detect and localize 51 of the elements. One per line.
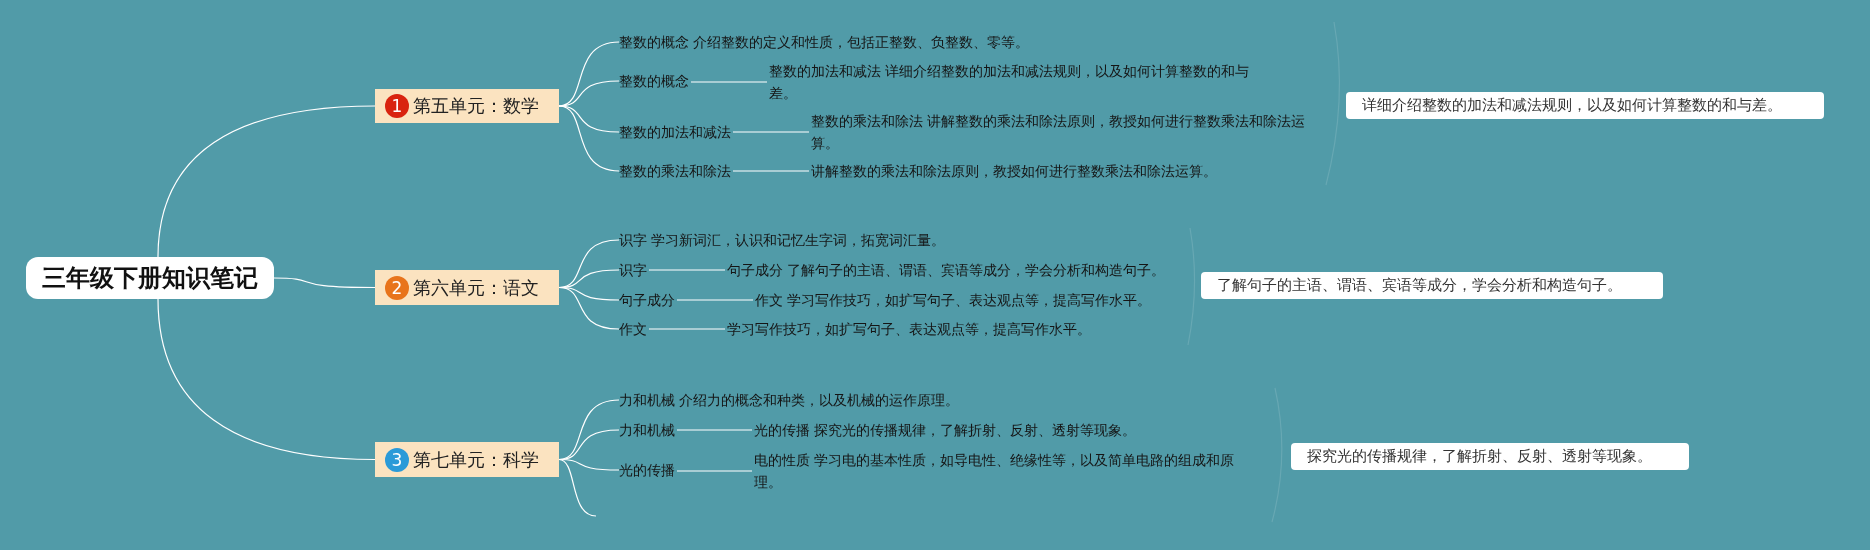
connector-line (157, 105, 376, 258)
summary-box (1291, 443, 1689, 470)
summary-text: 了解句子的主语、谓语、宾语等成分，学会分析和构造句子。 (1217, 276, 1622, 295)
note-text: 光的传播 (619, 459, 675, 481)
note-text: 整数的加法和减法 (619, 121, 731, 143)
unit-topic-box (375, 442, 559, 477)
note-text: 整数的加法和减法 详细介绍整数的加法和减法规则，以及如何计算整数的和与差。 (769, 60, 1259, 104)
summary-box (1201, 272, 1663, 299)
connector-line (676, 470, 753, 472)
connector-line (690, 81, 768, 83)
connector-line (732, 131, 810, 133)
note-text: 整数的乘法和除法 讲解整数的乘法和除法原则，教授如何进行整数乘法和除法运算。 (811, 110, 1311, 154)
note-text: 作文 (619, 318, 647, 340)
note-text: 电的性质 学习电的基本性质，如导电性、绝缘性等，以及简单电路的组成和原理。 (754, 449, 1244, 493)
note-text: 讲解整数的乘法和除法原则，教授如何进行整数乘法和除法运算。 (811, 160, 1217, 182)
note-text: 学习写作技巧，如扩写句子、表达观点等，提高写作水平。 (727, 318, 1091, 340)
note-text: 句子成分 (619, 289, 675, 311)
note-text: 识字 学习新词汇，认识和记忆生字词，拓宽词汇量。 (619, 229, 946, 251)
note-text: 力和机械 (619, 419, 675, 441)
connector-line (676, 299, 754, 301)
unit-topic-text: 第六单元：语文 (413, 275, 539, 300)
note-text: 识字 (619, 259, 647, 281)
number-badge: 2 (385, 275, 409, 300)
number-badge: 3 (385, 447, 409, 472)
root-topic-box (26, 257, 274, 299)
note-text: 整数的乘法和除法 (619, 160, 731, 182)
connector-line (732, 170, 810, 172)
connector-line (648, 269, 726, 271)
connector-line (648, 328, 726, 330)
connector-line (273, 277, 376, 289)
unit-topic-box (375, 270, 559, 305)
note-text: 句子成分 了解句子的主语、谓语、宾语等成分，学会分析和构造句子。 (727, 259, 1166, 281)
summary-text: 详细介绍整数的加法和减法规则，以及如何计算整数的和与差。 (1362, 96, 1782, 115)
connector-line (558, 105, 620, 172)
connector-line (558, 458, 597, 517)
root-topic-text: 三年级下册知识笔记 (42, 263, 258, 294)
note-text: 整数的概念 (619, 70, 689, 92)
note-text: 整数的概念 介绍整数的定义和性质，包括正整数、负整数、零等。 (619, 31, 1030, 53)
summary-text: 探究光的传播规律，了解折射、反射、透射等现象。 (1307, 447, 1652, 466)
note-text: 力和机械 介绍力的概念和种类，以及机械的运作原理。 (619, 389, 960, 411)
note-text: 作文 学习写作技巧，如扩写句子、表达观点等，提高写作水平。 (755, 289, 1152, 311)
unit-topic-text: 第七单元：科学 (413, 447, 539, 472)
unit-topic-text: 第五单元：数学 (413, 94, 539, 118)
connector-line (558, 105, 620, 133)
connector-line (676, 429, 753, 431)
summary-box (1346, 92, 1824, 119)
number-badge: 1 (385, 94, 409, 118)
connector-line (157, 298, 376, 461)
note-text: 光的传播 探究光的传播规律，了解折射、反射、透射等现象。 (754, 419, 1137, 441)
unit-topic-box (375, 89, 559, 123)
connector-line (558, 286, 620, 330)
